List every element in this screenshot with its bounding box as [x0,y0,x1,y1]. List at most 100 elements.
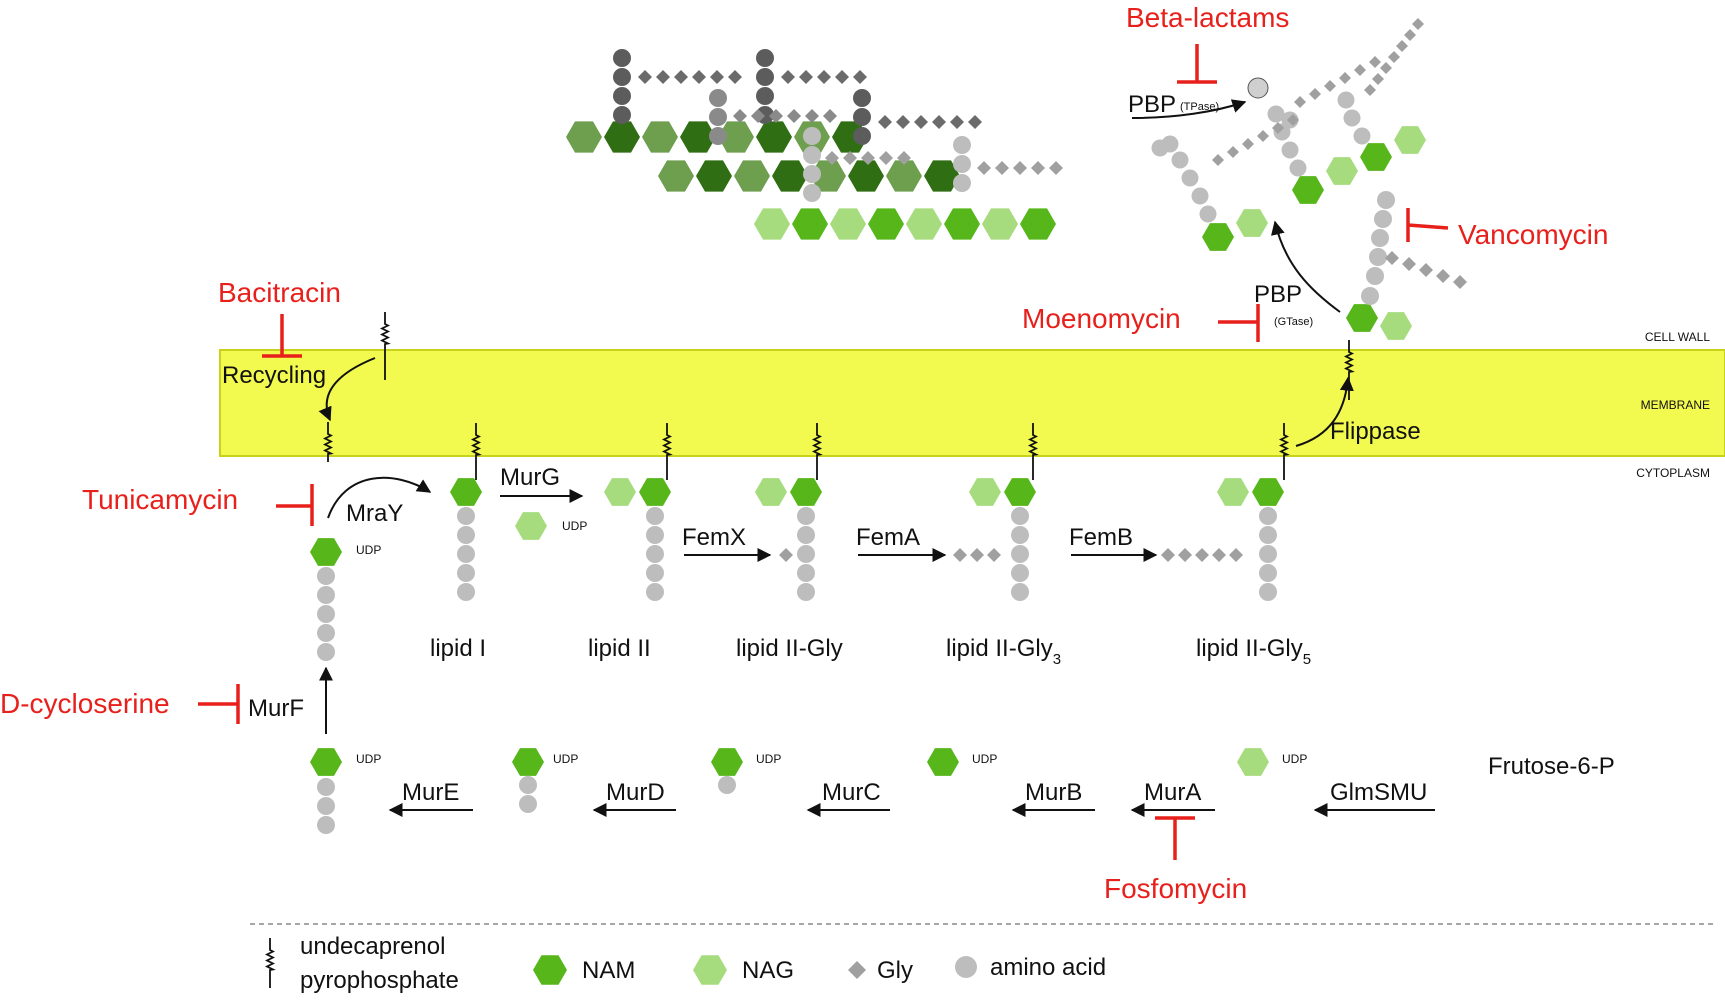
glycine-diamond [1419,263,1433,277]
amino-acid-dot [1369,248,1387,266]
amino-acid-dot [613,49,631,67]
inhibitor-moenomycin-bar [1218,304,1260,342]
amino-acid-dot [1011,526,1029,544]
undecaprenol-pyrophosphate [661,423,673,480]
zone-label-cytoplasm: CYTOPLASM [1636,466,1710,480]
label-tunicamycin: Tunicamycin [82,484,238,515]
glycine-diamond [1354,64,1366,76]
amino-acid-dot [1371,229,1389,247]
nam-hexagon [512,748,544,776]
glycine-diamond [1402,257,1416,271]
glycine-diamond [1287,114,1299,126]
nag-hexagon [1326,157,1358,185]
enzyme-labels: Recycling MraY MurG FemX FemA FemB Flipp… [222,91,1427,806]
glycine-diamond [733,109,747,123]
glycine-diamond [1372,73,1384,85]
glycine-diamond [953,548,967,562]
amino-acid-dot [613,68,631,86]
nam-hexagon [1020,208,1056,240]
amino-acid-dot [613,106,631,124]
glycine-diamond [1013,161,1027,175]
membrane-band [219,349,1725,457]
glycine-diamond [728,70,742,84]
zone-label-membrane: MEMBRANE [1641,398,1710,412]
nam-hexagon [927,748,959,776]
amino-acid-dot [756,68,774,86]
glycine-diamond [896,115,910,129]
amino-acid-dot [803,184,821,202]
legend: undecaprenol pyrophosphate NAM NAG Gly a… [250,923,1715,994]
udp-label: UDP [1282,752,1307,766]
label-fema: FemA [856,524,920,551]
amino-acid-dot [803,165,821,183]
legend-undecaprenol-icon [264,938,276,988]
glycine-diamond [1324,80,1336,92]
amino-acid-dot [1267,105,1285,123]
label-pbp-gtase-sub: (GTase) [1274,316,1313,328]
glycine-diamond [1396,40,1408,52]
amino-acid-dot [797,564,815,582]
nam-hexagon [756,121,792,153]
legend-amino-acid-icon [955,956,977,978]
nag-hexagon [906,208,942,240]
glycine-diamond [656,70,670,84]
nag-hexagon [810,160,846,192]
undecaprenol-pyrophosphate [811,423,823,480]
amino-acid-dot [1171,151,1189,169]
glycine-diamond [1364,84,1376,96]
glycine-diamond [1453,275,1467,289]
glycine-diamond [970,548,984,562]
inhibitor-vancomycin-bar [1406,208,1449,242]
inhibitor-dcycloserine-bar [198,684,240,724]
label-beta-lactams: Beta-lactams [1126,2,1289,33]
amino-acid-dot [646,545,664,563]
amino-acid-dot [853,108,871,126]
glycine-diamond [710,70,724,84]
glycine-diamond [1339,72,1351,84]
label-lipid2gly: lipid II-Gly [736,635,843,662]
amino-acid-dot [803,146,821,164]
amino-acid-dot [317,816,335,834]
label-pbp-tpase: PBP [1128,91,1176,118]
amino-acid-dot [1377,191,1395,209]
inhibitor-bacitracin-bar [262,314,302,358]
amino-acid-dot [1259,545,1277,563]
glycine-diamond [879,151,893,165]
nag-hexagon [969,478,1001,506]
amino-acid-dot [317,778,335,796]
glycine-diamond [1257,130,1269,142]
label-pbp-gtase: PBP [1254,281,1302,308]
glycine-diamond [932,115,946,129]
amino-acid-dot [457,507,475,525]
nag-hexagon [718,121,754,153]
nag-hexagon [755,478,787,506]
amino-acid-dot [317,586,335,604]
nag-hexagon [830,208,866,240]
udp-label: UDP [356,752,381,766]
label-pbp-tpase-sub: (TPase) [1180,101,1219,113]
amino-acid-dot [613,87,631,105]
udp-label: UDP [756,752,781,766]
amino-acid-dot [853,89,871,107]
nam-hexagon [1202,223,1234,251]
arrow-pbp-gtase [1271,220,1341,313]
pathway-arrows [318,99,1435,817]
nam-hexagon [1360,143,1392,171]
amino-acid-dot [1289,159,1307,177]
label-moenomycin: Moenomycin [1022,303,1181,334]
label-glmsmu: GlmSMU [1330,779,1427,806]
nag-hexagon [734,160,770,192]
amino-acid-dot [646,507,664,525]
nag-hexagon [642,121,678,153]
amino-acid-dot [797,507,815,525]
glycine-diamond [878,115,892,129]
label-bacitracin: Bacitracin [218,277,341,308]
label-murb: MurB [1025,779,1082,806]
amino-acid-dot [1011,507,1029,525]
glycine-diamond [1272,122,1284,134]
undecaprenol-pyrophosphate [470,423,482,480]
nag-hexagon [982,208,1018,240]
intermediate-labels: lipid I lipid II lipid II-Gly lipid II-G… [430,635,1615,780]
label-fructose-6-p: Frutose-6-P [1488,753,1615,780]
